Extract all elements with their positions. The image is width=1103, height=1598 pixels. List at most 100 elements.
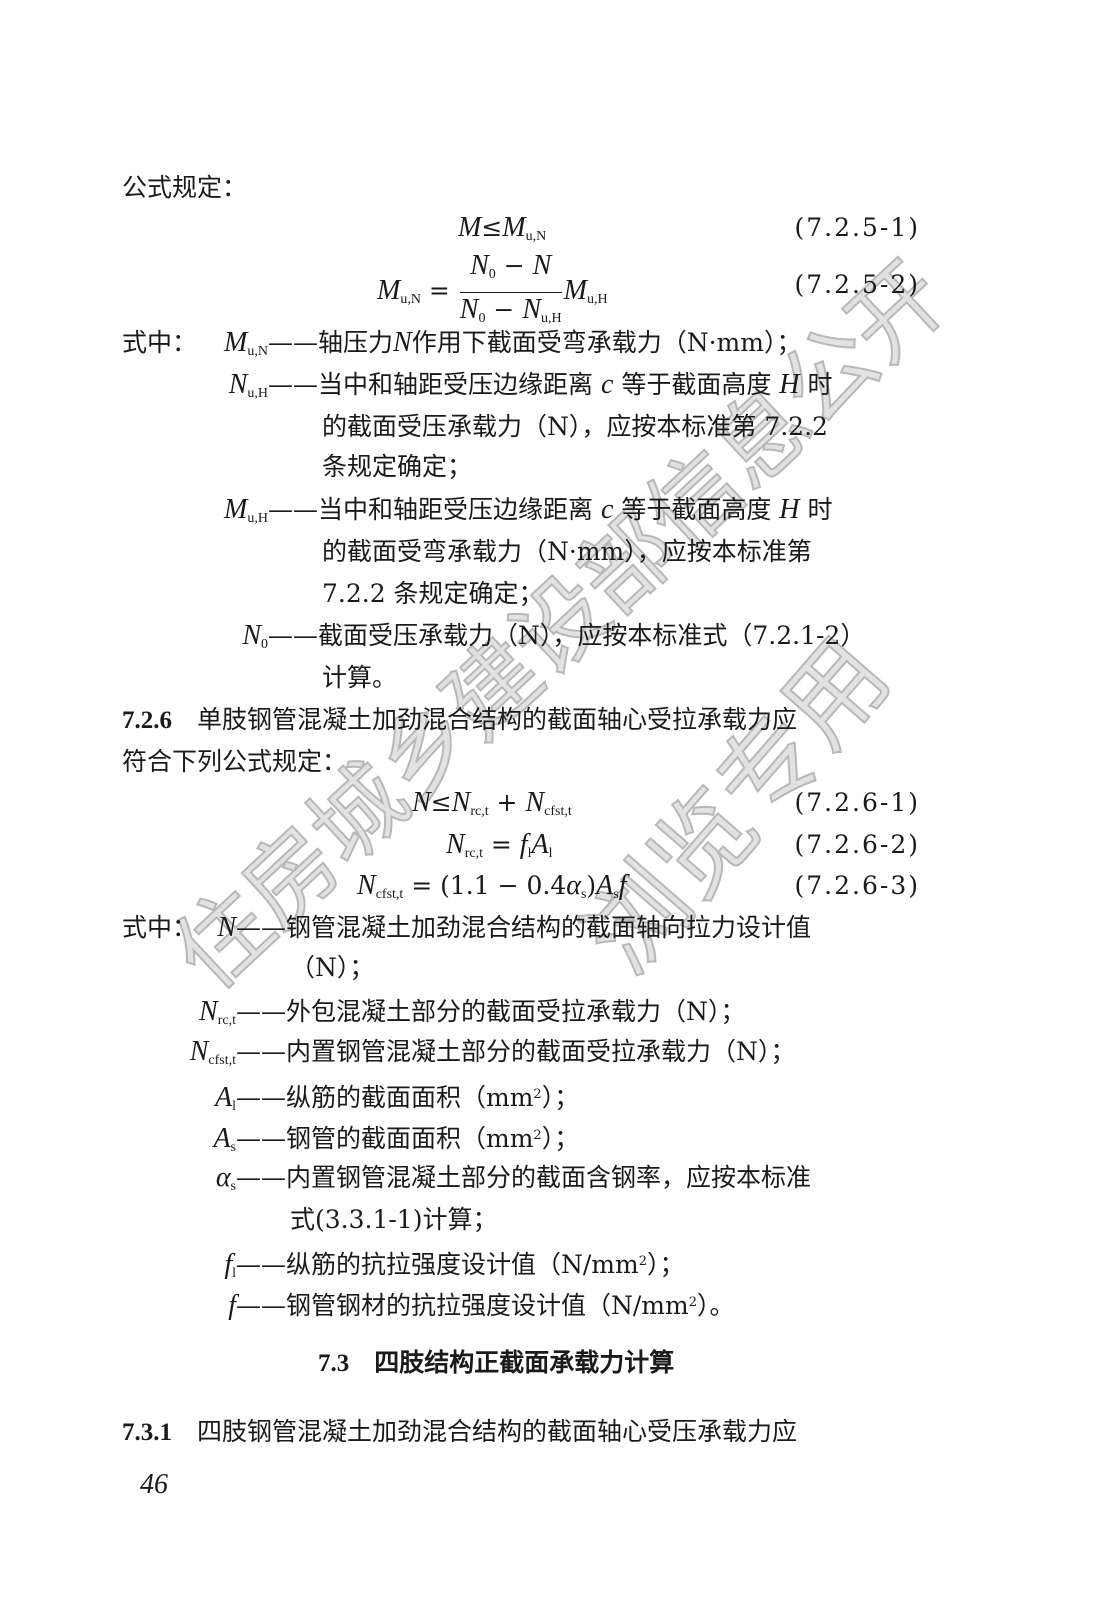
subscript: u,N: [247, 344, 268, 359]
subscript: l: [232, 1099, 236, 1114]
definition-term: Mu,N: [0, 325, 268, 370]
definition-line: 式中：Mu,N——轴压力N作用下截面受弯承载力（N·mm）；: [0, 325, 801, 361]
text-run: 四肢钢管混凝土加劲混合结构的截面轴心受压承载力应: [172, 1417, 798, 1446]
math-symbol: α: [215, 1162, 231, 1193]
text-run: +: [488, 788, 526, 817]
subscript: u,H: [247, 511, 268, 526]
math-symbol: f: [519, 829, 528, 860]
text-run: ——当中和轴距受压边缘距离: [268, 495, 601, 524]
math-symbol: M: [224, 327, 248, 358]
equation-number: (7.2.5-2): [794, 270, 920, 299]
text-run: 符合下列公式规定：: [122, 747, 348, 776]
text-run: ≤: [430, 788, 452, 817]
subscript: l: [232, 1266, 236, 1281]
subscript: cfst,t: [375, 887, 404, 902]
definition-line: fl——纵筋的抗拉强度设计值（N/mm2）；: [0, 1244, 685, 1281]
text-line: 计算。: [322, 660, 397, 696]
equation-line: N≤Nrc,t + Ncfst,t: [412, 785, 572, 821]
text-run: 时: [799, 370, 833, 399]
subscript: s: [230, 1179, 236, 1194]
fraction-denominator: N0 − Nu,H: [460, 293, 562, 336]
text-line: 的截面受压承载力（N），应按本标准第 7.2.2: [322, 409, 828, 445]
definition-line: f——钢管钢材的抗拉强度设计值（N/mm2）。: [0, 1285, 735, 1321]
text-run: ): [586, 871, 597, 900]
subscript: u,N: [400, 292, 421, 307]
text-run: ——钢管混凝土加劲混合结构的截面轴向拉力设计值: [236, 913, 812, 942]
math-symbol: f: [228, 1290, 236, 1321]
text-run: ——钢管钢材的抗拉强度设计值（N/mm: [236, 1291, 689, 1320]
equation-number: (7.2.6-3): [794, 871, 920, 900]
math-symbol: N: [189, 1036, 209, 1067]
superscript: 2: [533, 1128, 542, 1143]
definition-line: As——钢管的截面面积（mm2）；: [0, 1118, 580, 1155]
text-run: 计算。: [322, 663, 398, 692]
subscript: s: [580, 887, 587, 902]
text-run: ——纵筋的抗拉强度设计值（N/mm: [236, 1250, 639, 1279]
equation-line: Ncfst,t = (1.1 − 0.4αs)Asf: [357, 868, 627, 904]
definition-term: fl: [0, 1247, 236, 1292]
equation-number: (7.2.6-2): [794, 830, 920, 859]
text-run: ——钢管的截面面积（mm: [236, 1124, 534, 1153]
text-run: 作用下截面受弯承载力（N·mm）；: [411, 328, 802, 357]
math-symbol: H: [779, 494, 800, 525]
math-symbol: M: [224, 494, 248, 525]
text-run: ——内置钢管混凝土部分的截面含钢率，应按本标准: [236, 1163, 812, 1192]
subscript: u,N: [525, 229, 547, 244]
text-run: ）；: [647, 1250, 685, 1279]
text-run: −: [495, 251, 533, 280]
superscript: 2: [638, 1254, 647, 1269]
subscript: 0: [488, 267, 496, 282]
text-run: （N）；: [290, 953, 375, 982]
math-symbol: c: [600, 494, 614, 525]
math-symbol: M: [458, 212, 482, 243]
text-run: ）；: [541, 1083, 580, 1112]
definition-line: N0——截面受压承载力（N），应按本标准式（7.2.1-2）: [0, 618, 865, 654]
text-run: ——轴压力: [268, 328, 394, 357]
text-line: 7.2.6 单肢钢管混凝土加劲混合结构的截面轴心受拉承载力应: [122, 702, 797, 738]
math-symbol: N: [446, 829, 465, 860]
definition-term: N: [0, 910, 236, 946]
definition-line: Ncfst,t——内置钢管混凝土部分的截面受拉承载力（N）；: [0, 1034, 796, 1070]
subscript: rc,t: [217, 1013, 236, 1028]
math-symbol: M: [563, 275, 587, 306]
definition-term: Ncfst,t: [0, 1034, 236, 1079]
subscript: s: [230, 1140, 236, 1155]
definition-term: Al: [0, 1080, 236, 1125]
subscript: cfst,t: [544, 804, 572, 819]
definition-lead: 式中：: [122, 328, 198, 357]
text-line: 7.3.1 四肢钢管混凝土加劲混合结构的截面轴心受压承载力应: [122, 1414, 797, 1450]
definition-term: N0: [0, 618, 268, 663]
clause-number: 7.3: [318, 1350, 350, 1377]
text-run: −: [485, 295, 523, 324]
subscript: s: [613, 887, 619, 902]
math-symbol: N: [470, 250, 489, 281]
text-run: 条规定确定；: [322, 452, 473, 481]
math-symbol: N: [532, 250, 552, 281]
equation-number: (7.2.5-1): [794, 213, 920, 242]
text-run: =: [420, 276, 458, 305]
math-symbol: N: [451, 787, 471, 818]
definition-line: αs——内置钢管混凝土部分的截面含钢率，应按本标准: [0, 1160, 811, 1196]
text-line: 公式规定：: [122, 170, 247, 206]
subscript: u,H: [247, 386, 268, 401]
math-symbol: N: [228, 369, 248, 400]
text-run: ——内置钢管混凝土部分的截面受拉承载力（N）；: [236, 1037, 796, 1066]
definition-term: Nu,H: [0, 367, 268, 412]
math-symbol: A: [213, 1123, 231, 1154]
math-symbol: M: [377, 275, 401, 306]
math-symbol: N: [525, 787, 545, 818]
definition-term: As: [0, 1121, 236, 1166]
text-run: ）。: [697, 1291, 735, 1320]
definition-term: Mu,H: [0, 492, 268, 537]
text-run: ）；: [541, 1124, 580, 1153]
definition-line: Al——纵筋的截面面积（mm2）；: [0, 1077, 580, 1114]
page-number: 46: [140, 1467, 168, 1503]
math-symbol: f: [224, 1249, 233, 1280]
math-symbol: N: [217, 912, 236, 943]
math-symbol: N: [242, 620, 261, 651]
text-run: 公式规定：: [122, 173, 248, 202]
superscript: 2: [533, 1087, 542, 1102]
math-symbol: H: [779, 369, 800, 400]
